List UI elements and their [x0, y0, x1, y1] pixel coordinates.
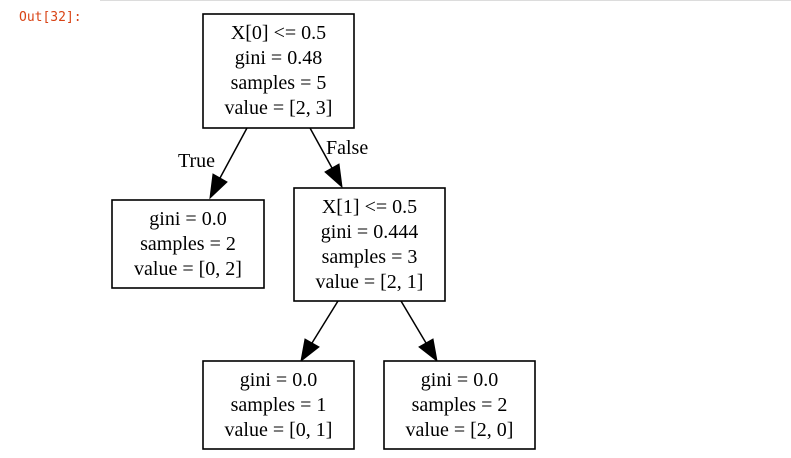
- edge-false: [309, 127, 343, 189]
- edge-split-left: [300, 300, 339, 363]
- node-line: gini = 0.0: [240, 369, 317, 391]
- tree-node-leaf-bottom-right: gini = 0.0 samples = 2 value = [2, 0]: [383, 360, 536, 450]
- node-line: gini = 0.48: [235, 47, 322, 69]
- node-line: X[0] <= 0.5: [231, 22, 326, 44]
- edge-true: [209, 127, 248, 200]
- node-line: gini = 0.0: [421, 369, 498, 391]
- node-line: value = [2, 3]: [225, 97, 333, 119]
- node-line: samples = 1: [231, 394, 327, 416]
- node-line: value = [0, 1]: [225, 419, 333, 441]
- node-line: gini = 0.444: [321, 221, 418, 243]
- edge-label-false: False: [326, 137, 368, 159]
- node-line: value = [2, 1]: [316, 271, 424, 293]
- node-line: gini = 0.0: [149, 208, 226, 230]
- tree-node-split-right: X[1] <= 0.5 gini = 0.444 samples = 3 val…: [293, 187, 446, 302]
- node-line: value = [0, 2]: [134, 258, 242, 280]
- output-prompt: Out[32]:: [19, 10, 82, 25]
- node-line: X[1] <= 0.5: [322, 196, 417, 218]
- tree-node-leaf-left: gini = 0.0 samples = 2 value = [0, 2]: [111, 199, 265, 289]
- tree-node-root: X[0] <= 0.5 gini = 0.48 samples = 5 valu…: [202, 13, 355, 129]
- node-line: value = [2, 0]: [406, 419, 514, 441]
- node-line: samples = 2: [140, 233, 236, 255]
- node-line: samples = 2: [412, 394, 508, 416]
- edges-layer: [209, 127, 438, 363]
- node-line: samples = 5: [231, 72, 327, 94]
- edge-label-true: True: [178, 150, 215, 172]
- edge-split-right: [400, 300, 438, 363]
- tree-node-leaf-bottom-left: gini = 0.0 samples = 1 value = [0, 1]: [202, 360, 355, 450]
- node-line: samples = 3: [322, 246, 418, 268]
- cell-top-border: [100, 0, 791, 1]
